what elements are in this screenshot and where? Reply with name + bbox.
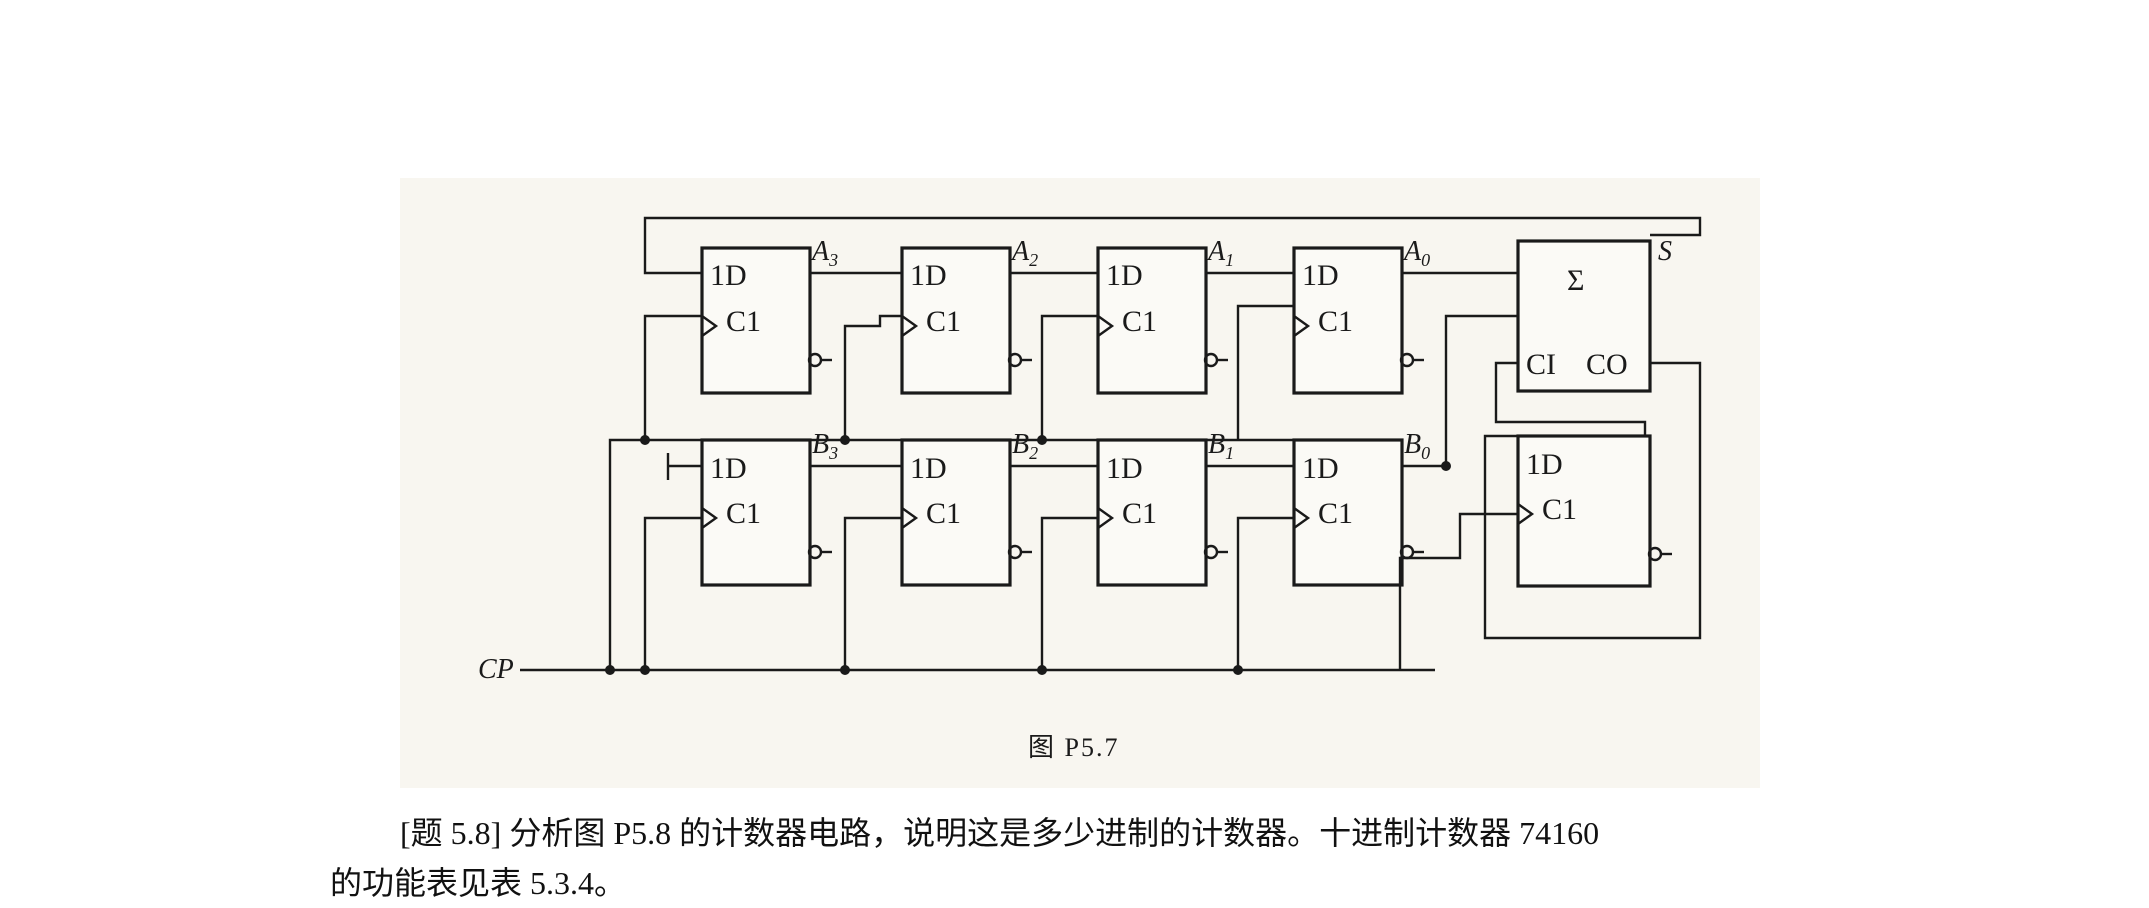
ff-a0: 1D C1 <box>1292 246 1424 395</box>
ff-carry-d-label: 1D <box>1526 448 1563 481</box>
ff-a1-d-label: 1D <box>1106 259 1143 292</box>
junction <box>605 665 615 675</box>
ff-b0-d-label: 1D <box>1302 452 1339 485</box>
ff-b3: 1D C1 <box>700 438 832 587</box>
junction <box>1037 665 1047 675</box>
ff-a0-c-label: C1 <box>1318 305 1353 338</box>
ff-a2-d-label: 1D <box>910 259 947 292</box>
adder-s-label: S <box>1658 236 1672 267</box>
label-a2: A2 <box>1010 236 1038 270</box>
wire-b0-adder <box>1402 314 1518 468</box>
ff-a3-d-label: 1D <box>710 259 747 292</box>
clock-row-a <box>608 304 1400 670</box>
junction <box>1441 461 1451 471</box>
adder-ci-label: CI <box>1526 348 1556 381</box>
ff-b3-d-label: 1D <box>710 452 747 485</box>
label-a3: A3 <box>810 236 838 270</box>
ff-b3-c-label: C1 <box>726 497 761 530</box>
label-b0: B0 <box>1404 429 1430 463</box>
junction <box>840 435 850 445</box>
problem-line-2: 的功能表见表 5.3.4。 <box>330 865 627 901</box>
ff-b0-c-label: C1 <box>1318 497 1353 530</box>
ff-b0: 1D C1 <box>1292 438 1424 587</box>
wire-b3-input <box>666 453 702 480</box>
adder-sum-symbol: Σ <box>1567 264 1584 297</box>
label-b2: B2 <box>1012 429 1038 463</box>
problem-line-1: [题 5.8] 分析图 P5.8 的计数器电路，说明这是多少进制的计数器。十进制… <box>400 815 1600 851</box>
ff-carry: 1D C1 <box>1516 434 1672 588</box>
feedback-wire <box>643 216 1702 275</box>
ff-b2: 1D C1 <box>900 438 1032 587</box>
junction <box>640 665 650 675</box>
label-b3: B3 <box>812 429 838 463</box>
ff-carry-c-label: C1 <box>1542 493 1577 526</box>
clock-label: CP <box>478 654 514 685</box>
ff-a3: 1D C1 <box>700 246 832 395</box>
ff-b1: 1D C1 <box>1096 438 1228 587</box>
adder-co-label: CO <box>1586 348 1628 381</box>
serial-adder-circuit: 1D C1 1D C1 1D C1 1D C1 <box>478 216 1702 762</box>
ff-b2-c-label: C1 <box>926 497 961 530</box>
ff-b2-d-label: 1D <box>910 452 947 485</box>
ff-a3-c-label: C1 <box>726 305 761 338</box>
label-b1: B1 <box>1208 429 1234 463</box>
serial-adder: Σ CI CO S <box>1516 236 1672 393</box>
ff-a1-c-label: C1 <box>1122 305 1157 338</box>
junction <box>1233 665 1243 675</box>
junction <box>1037 435 1047 445</box>
ff-a0-d-label: 1D <box>1302 259 1339 292</box>
circuit-figure: 1D C1 1D C1 1D C1 1D C1 <box>400 178 1760 788</box>
junction <box>840 665 850 675</box>
ff-b1-c-label: C1 <box>1122 497 1157 530</box>
ff-b1-d-label: 1D <box>1106 452 1143 485</box>
label-a0: A0 <box>1402 236 1430 270</box>
ff-a2-c-label: C1 <box>926 305 961 338</box>
figure-caption: 图 P5.7 <box>1028 733 1119 762</box>
problem-text: [题 5.8] 分析图 P5.8 的计数器电路，说明这是多少进制的计数器。十进制… <box>330 808 1830 908</box>
label-a1: A1 <box>1206 236 1234 270</box>
ff-a1: 1D C1 <box>1096 246 1228 395</box>
junction <box>640 435 650 445</box>
ff-a2: 1D C1 <box>900 246 1032 395</box>
clock-row-b <box>643 512 1518 670</box>
